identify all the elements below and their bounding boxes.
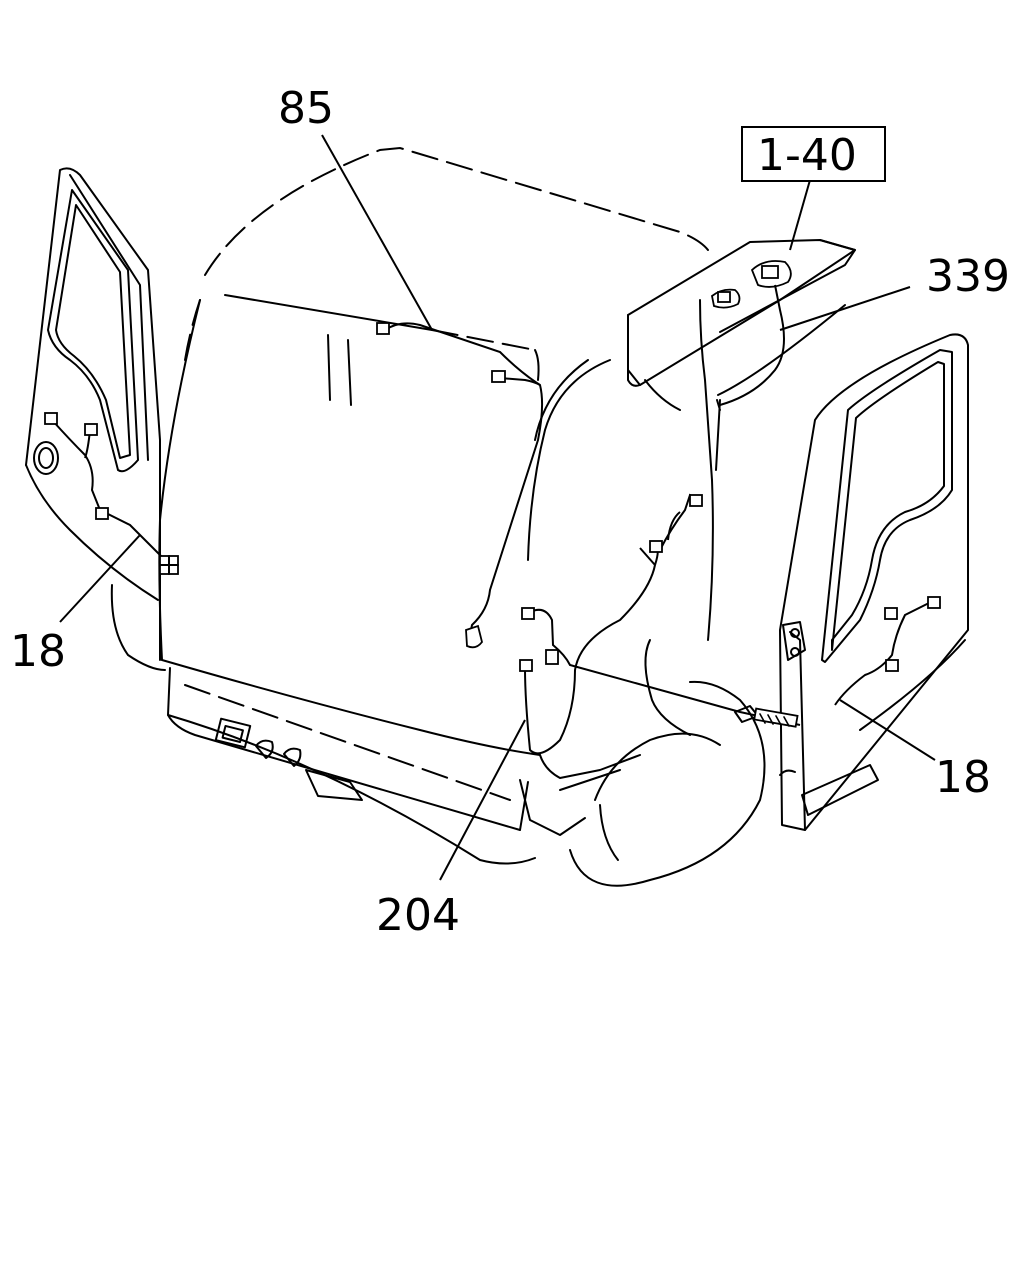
ref-box-frame	[741, 126, 886, 182]
callout-204-label: 204	[376, 890, 460, 941]
wire-harness-18-right	[834, 596, 941, 706]
wire-harness-339	[719, 284, 785, 406]
wire-harness-204	[519, 493, 801, 755]
callout-18-right-label: 18	[935, 752, 991, 803]
right-door	[779, 333, 969, 831]
callout-339-label: 339	[926, 251, 1010, 302]
callout-85: 85	[278, 83, 334, 134]
leader-lines	[59, 134, 936, 881]
callout-85-label: 85	[278, 83, 334, 134]
roof-box	[627, 239, 856, 411]
callout-18-left: 18	[10, 626, 66, 677]
callout-339: 339	[926, 251, 1010, 302]
wire-harness-18-left	[44, 412, 179, 575]
callout-204: 204	[376, 890, 460, 941]
wire-harness-85	[376, 322, 544, 649]
front-wheel	[569, 680, 766, 887]
callout-18-left-label: 18	[10, 626, 66, 677]
cab-body-outline	[158, 146, 721, 836]
left-door	[25, 167, 161, 661]
ref-1-40-label: 1-40	[757, 130, 857, 181]
front-bumper	[110, 584, 536, 865]
ref-box-1-40[interactable]: 1-40	[741, 126, 886, 182]
callout-18-right: 18	[935, 752, 991, 803]
